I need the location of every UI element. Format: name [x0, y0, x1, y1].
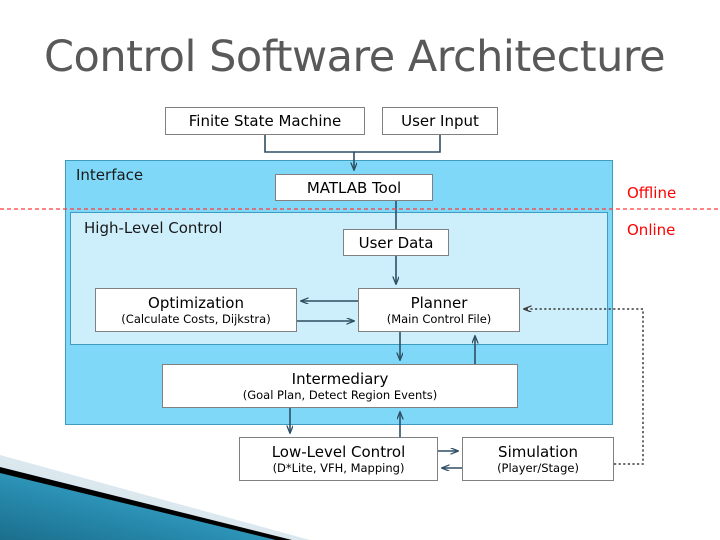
node-intermediary-subtitle: (Goal Plan, Detect Region Events) — [242, 388, 438, 402]
node-finite-state-machine-title: Finite State Machine — [188, 112, 342, 130]
deco-teal-wedge — [0, 473, 276, 540]
node-user-data[interactable]: User Data — [343, 229, 449, 256]
node-user-input-title: User Input — [401, 112, 479, 130]
label-offline: Offline — [627, 184, 677, 202]
node-planner[interactable]: Planner (Main Control File) — [358, 288, 520, 332]
node-low-level-control-title: Low-Level Control — [271, 443, 406, 461]
panel-high-level-control-label: High-Level Control — [84, 219, 223, 237]
node-intermediary-title: Intermediary — [291, 370, 389, 388]
node-intermediary[interactable]: Intermediary (Goal Plan, Detect Region E… — [162, 364, 518, 408]
node-matlab-tool[interactable]: MATLAB Tool — [275, 174, 433, 201]
node-planner-title: Planner — [410, 294, 468, 312]
label-online: Online — [627, 221, 676, 239]
node-user-data-title: User Data — [358, 233, 434, 252]
edge-userinput-to-matlab — [354, 135, 441, 153]
node-optimization-subtitle: (Calculate Costs, Dijkstra) — [121, 312, 271, 326]
node-simulation[interactable]: Simulation (Player/Stage) — [462, 437, 614, 481]
node-simulation-title: Simulation — [498, 443, 578, 461]
node-planner-subtitle: (Main Control File) — [386, 312, 492, 326]
node-optimization[interactable]: Optimization (Calculate Costs, Dijkstra) — [95, 288, 297, 332]
node-user-input[interactable]: User Input — [382, 107, 498, 135]
node-simulation-subtitle: (Player/Stage) — [497, 461, 579, 475]
page-title: Control Software Architecture — [44, 32, 666, 82]
node-optimization-title: Optimization — [148, 294, 244, 312]
node-low-level-control-subtitle: (D*Lite, VFH, Mapping) — [272, 461, 405, 475]
panel-interface-label: Interface — [76, 166, 144, 184]
node-low-level-control[interactable]: Low-Level Control (D*Lite, VFH, Mapping) — [239, 437, 438, 481]
node-finite-state-machine[interactable]: Finite State Machine — [165, 107, 365, 135]
node-matlab-tool-title: MATLAB Tool — [306, 178, 402, 197]
